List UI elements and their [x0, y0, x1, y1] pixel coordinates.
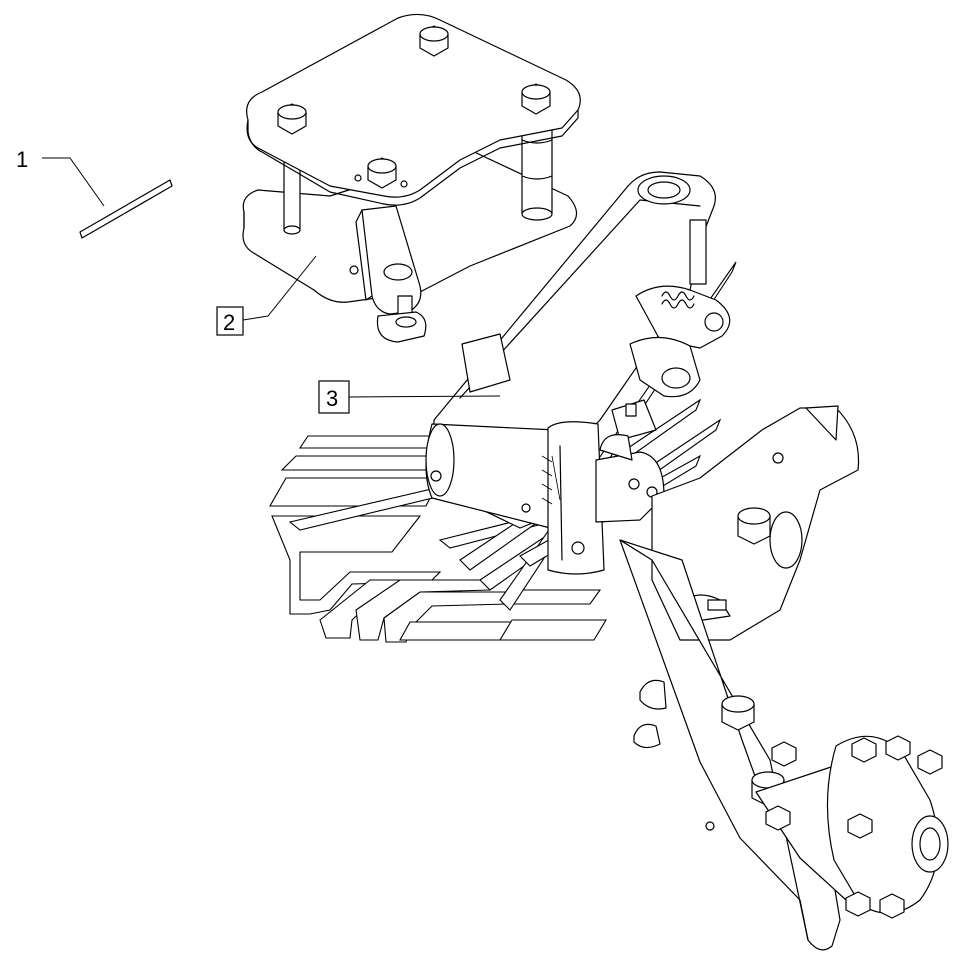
callout-2-leader [242, 255, 317, 321]
callout-1-leader [42, 157, 105, 207]
cylinder-decal-marks [541, 455, 561, 505]
bolt [521, 83, 551, 115]
part-2-mounting-bracket: 2 [216, 13, 581, 343]
part-3-swing-arm: 3 [318, 171, 949, 951]
callout-2-label: 2 [223, 310, 235, 335]
bolt [277, 103, 307, 135]
wheel-stud [765, 735, 943, 919]
callout-3-leader [348, 395, 501, 398]
callout-3-label: 3 [326, 386, 338, 411]
part-1-decal-strip: 1 [16, 147, 173, 239]
bolt [367, 157, 397, 189]
callout-1-label: 1 [16, 147, 28, 172]
bolt [419, 25, 449, 57]
spring [661, 291, 695, 309]
